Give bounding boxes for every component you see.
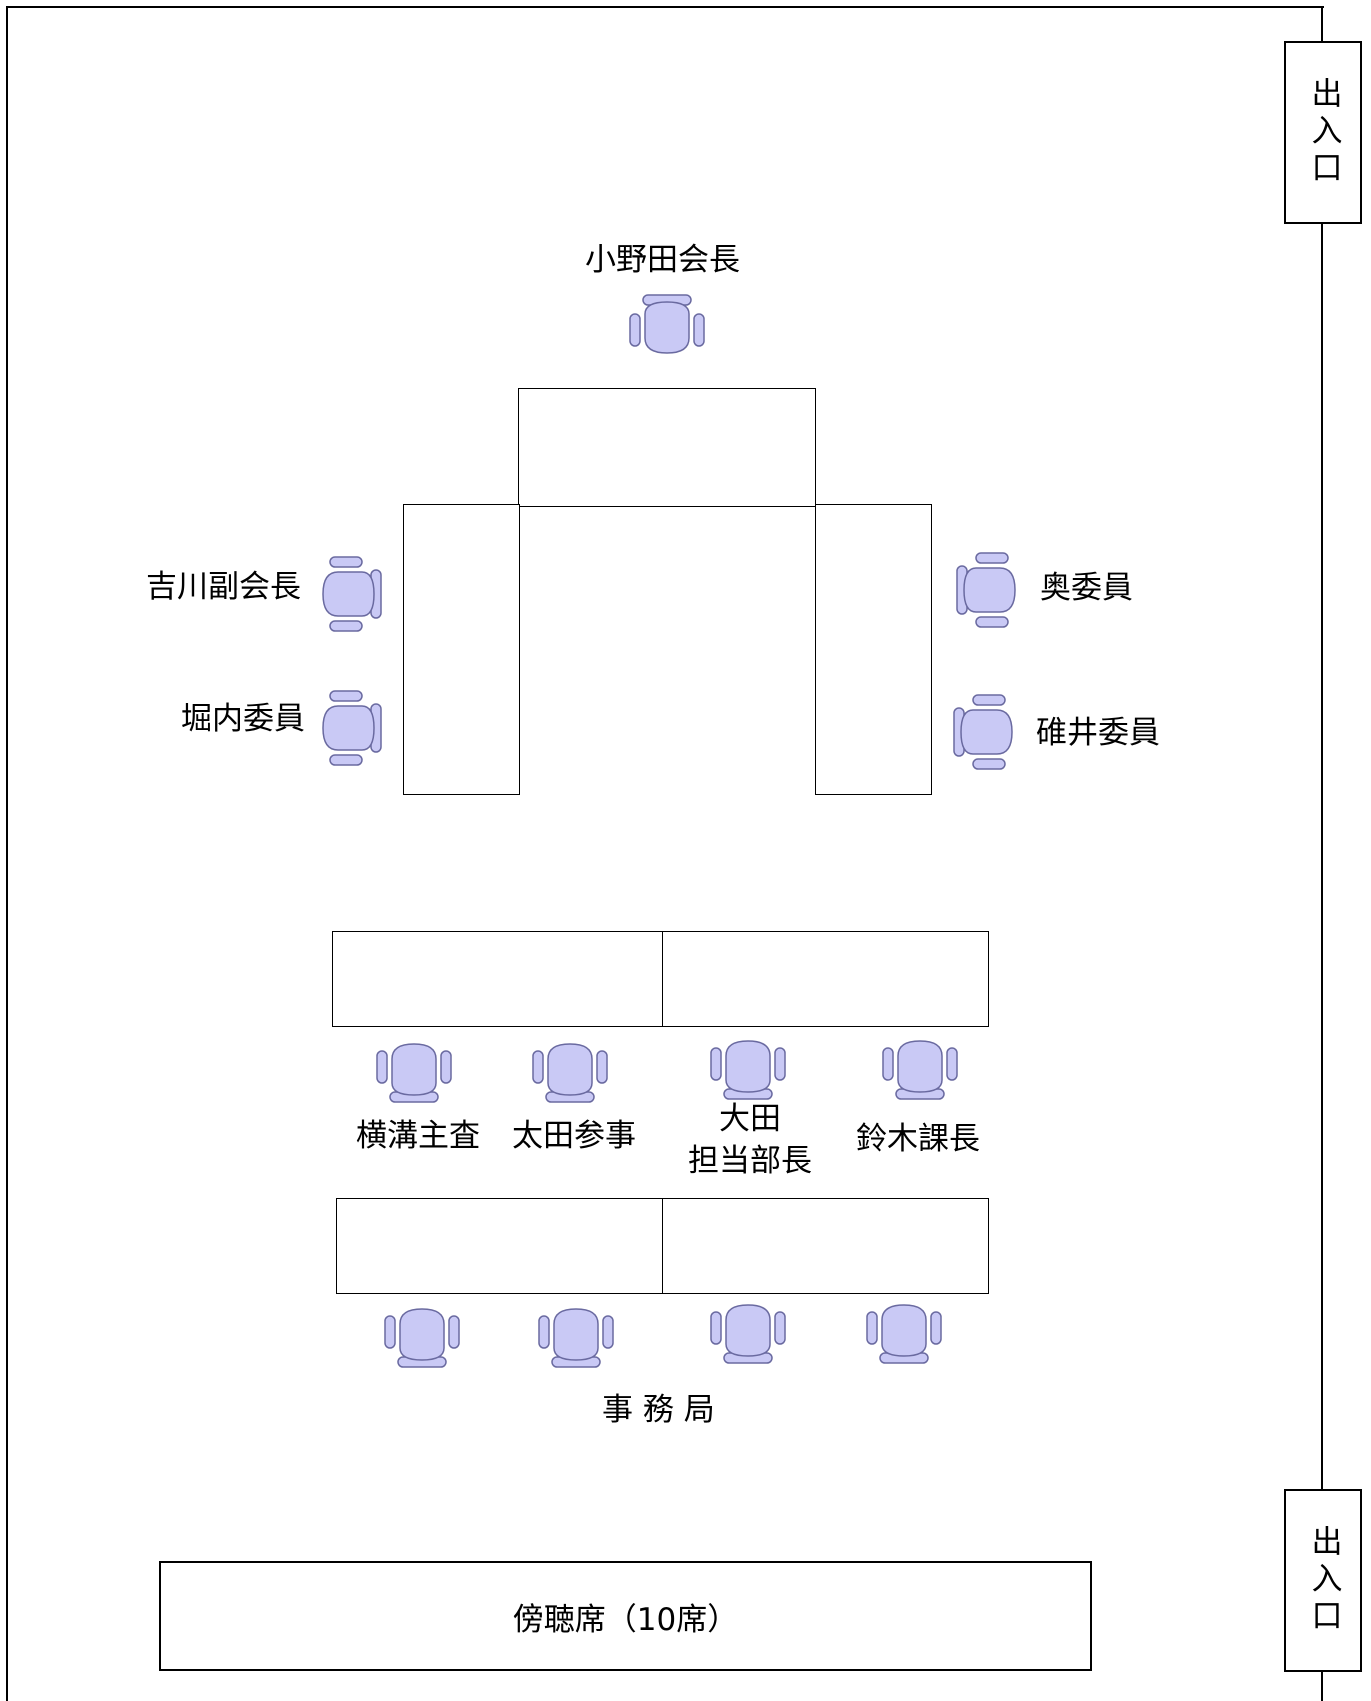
- label-ota-sanji: 太田参事: [512, 1118, 636, 1154]
- gallery-label: 傍聴席（10席）: [512, 1601, 739, 1638]
- exit-bottom: 出入口: [1284, 1489, 1362, 1672]
- public-gallery: 傍聴席（10席）: [159, 1561, 1092, 1671]
- chair-ota-sanji-icon: [532, 1043, 608, 1103]
- label-suzuki: 鈴木課長: [856, 1121, 980, 1157]
- room-wall-left: [6, 6, 8, 1701]
- label-horiuchi: 堀内委員: [181, 701, 305, 737]
- exit-bottom-label: 出入口: [1305, 1525, 1342, 1636]
- chair-secretariat-3-icon: [710, 1304, 786, 1364]
- chair-secretariat-4-icon: [866, 1304, 942, 1364]
- chair-vice-chair-icon: [322, 556, 382, 632]
- chair-suzuki-icon: [882, 1040, 958, 1100]
- staff-table-upper-right: [662, 931, 989, 1027]
- right-side-table: [815, 504, 932, 795]
- label-ota-bucho-line2: 担当部長: [688, 1143, 812, 1179]
- staff-table-upper-left: [332, 931, 664, 1027]
- label-chair-head: 小野田会長: [585, 242, 740, 278]
- label-ota-bucho-line1: 大田: [719, 1101, 781, 1137]
- room-wall-top: [6, 6, 1324, 8]
- chair-secretariat-2-icon: [538, 1308, 614, 1368]
- label-oku: 奥委員: [1040, 570, 1133, 606]
- label-vice-chair: 吉川副会長: [146, 569, 301, 605]
- chair-horiuchi-icon: [322, 690, 382, 766]
- chair-yokomizo-icon: [376, 1043, 452, 1103]
- left-side-table: [403, 504, 520, 795]
- exit-top-label: 出入口: [1305, 77, 1342, 188]
- secretariat-table-left: [336, 1198, 664, 1294]
- room-wall-right: [1321, 6, 1323, 1701]
- exit-top: 出入口: [1284, 41, 1362, 224]
- chair-usui-icon: [953, 694, 1013, 770]
- secretariat-table-right: [662, 1198, 989, 1294]
- label-usui: 碓井委員: [1036, 715, 1160, 751]
- chair-ota-bucho-icon: [710, 1040, 786, 1100]
- chair-head-chair-icon: [629, 294, 705, 354]
- chair-secretariat-1-icon: [384, 1308, 460, 1368]
- label-secretariat: 事 務 局: [602, 1392, 715, 1428]
- label-yokomizo: 横溝主査: [356, 1118, 480, 1154]
- head-table: [518, 388, 816, 507]
- chair-oku-icon: [956, 552, 1016, 628]
